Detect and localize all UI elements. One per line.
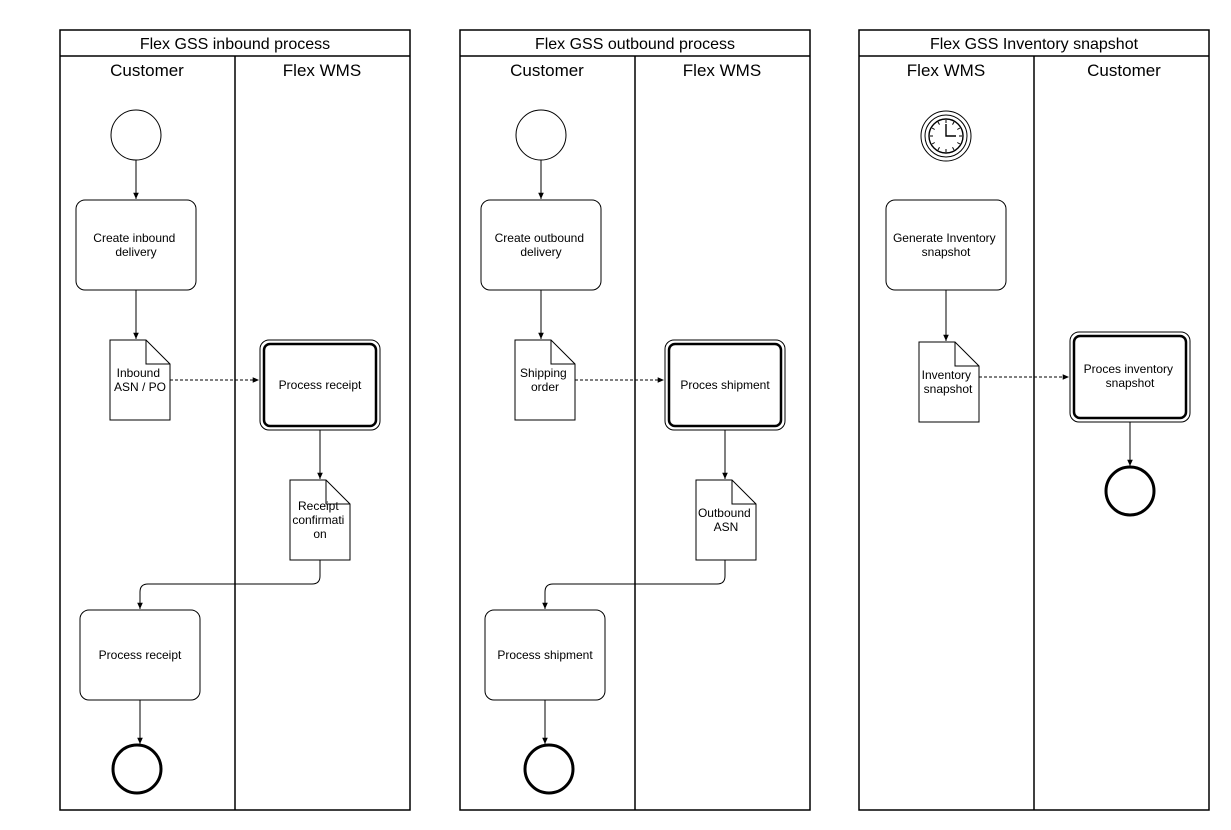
data-object-label: ASN — [714, 520, 739, 534]
svg-text:Inventory snapshot: Inventory snapshot — [922, 368, 975, 396]
task-label: Create inbound — [93, 231, 175, 245]
svg-text:Receipt confirmati: Receipt confirmati on — [292, 499, 347, 541]
lane-title-customer: Customer — [1087, 61, 1161, 80]
svg-text:Inbound ASN / PO: Inbound ASN / PO — [114, 366, 166, 394]
task-label: snapshot — [1106, 376, 1155, 390]
data-object-outbound-asn — [695, 479, 757, 561]
start-event — [515, 109, 567, 161]
svg-text:Create outbound delivery: Create outbound delivery — [495, 231, 588, 259]
data-object-inventory-snapshot — [918, 341, 980, 423]
task-label: delivery — [115, 245, 156, 259]
task-label: Create outbound — [495, 231, 584, 245]
data-object-label: confirmati — [292, 513, 344, 527]
pool-title: Flex GSS inbound process — [140, 36, 330, 53]
lane-title-customer: Customer — [510, 61, 584, 80]
task-label: Process receipt — [99, 648, 182, 662]
task-label: Proces shipment — [680, 378, 770, 392]
lane-title-flex-wms: Flex WMS — [907, 61, 985, 80]
task-label: Process shipment — [497, 648, 593, 662]
lane-title-flex-wms: Flex WMS — [683, 61, 761, 80]
data-object-inbound-asn — [109, 339, 171, 421]
data-object-label: on — [313, 527, 326, 541]
svg-text:Shipping order: Shipping order — [520, 366, 570, 394]
data-object-label: order — [531, 380, 559, 394]
data-object-label: Outbound — [698, 506, 751, 520]
data-object-label: snapshot — [924, 382, 973, 396]
task-label: Process receipt — [279, 378, 362, 392]
pool-outbound: Flex GSS outbound process Customer Flex … — [459, 29, 811, 811]
pool-title: Flex GSS outbound process — [535, 36, 735, 53]
svg-text:Outbound ASN: Outbound ASN — [698, 506, 754, 534]
svg-text:Proces inventory snapsho: Proces inventory snapshot — [1084, 362, 1177, 390]
lane-title-customer: Customer — [110, 61, 184, 80]
end-event — [1104, 465, 1156, 517]
pool-inbound: Flex GSS inbound process Customer Flex W… — [59, 29, 411, 811]
task-label: Proces inventory — [1084, 362, 1173, 376]
data-object-label: ASN / PO — [114, 380, 166, 394]
data-object-label: Inbound — [117, 366, 160, 380]
svg-text:Generate Inventory snaps: Generate Inventory snapshot — [893, 231, 999, 259]
start-event — [110, 109, 162, 161]
pool-inventory-snapshot: Flex GSS Inventory snapshot Flex WMS Cus… — [858, 29, 1210, 811]
task-label: Generate Inventory — [893, 231, 996, 245]
pool-title: Flex GSS Inventory snapshot — [930, 36, 1139, 53]
data-object-label: Shipping — [520, 366, 567, 380]
lane-title-flex-wms: Flex WMS — [283, 61, 361, 80]
svg-text:Create inbound delivery: Create inbound delivery — [93, 231, 178, 259]
data-object-label: Inventory — [922, 368, 971, 382]
end-event — [111, 743, 163, 795]
data-object-receipt-confirmation — [289, 479, 351, 561]
task-label: delivery — [520, 245, 561, 259]
data-object-label: Receipt — [298, 499, 339, 513]
data-object-shipping-order — [514, 339, 576, 421]
end-event — [523, 743, 575, 795]
timer-start-event-clock-icon — [920, 110, 972, 162]
task-label: snapshot — [922, 245, 971, 259]
